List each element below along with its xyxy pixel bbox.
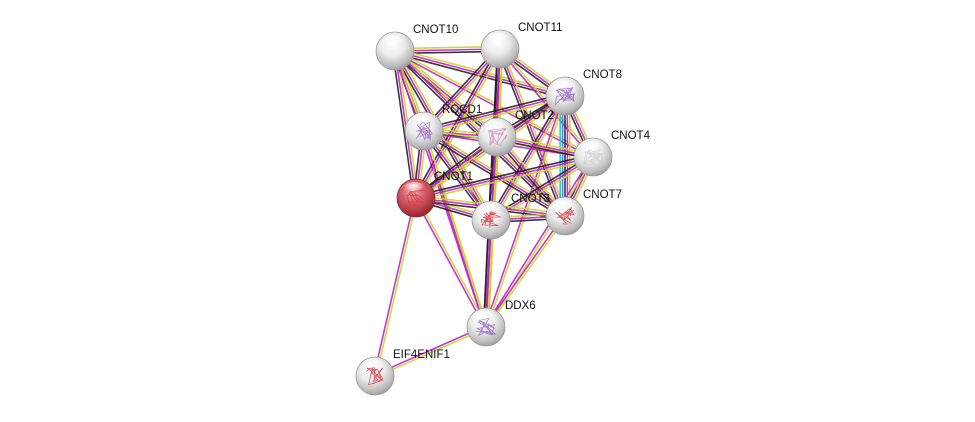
- edge-evidence-yellow: [396, 49, 494, 220]
- node-label-cnot8: CNOT8: [583, 69, 622, 81]
- edge-cnot7-ddx6: [484, 214, 567, 329]
- protein-structure-icon: [554, 87, 576, 106]
- edge-evidence-yellow: [375, 198, 418, 377]
- edge-evidence-yellow: [501, 47, 568, 216]
- edge-evidence-black: [415, 153, 593, 197]
- node-label-cnot4: CNOT4: [611, 130, 651, 142]
- node-cnot1[interactable]: CNOT1: [396, 171, 473, 218]
- node-label-cnot2: CNOT2: [515, 110, 554, 122]
- edge-evidence-magenta: [414, 198, 486, 328]
- edge-cnot8-rqcd1: [423, 92, 566, 135]
- node-cnot10[interactable]: CNOT10: [375, 24, 458, 71]
- edge-evidence-magenta: [415, 156, 594, 199]
- node-highlight: [552, 80, 574, 92]
- node-label-cnot11: CNOT11: [518, 22, 563, 34]
- edge-evidence-black: [489, 154, 593, 219]
- node-highlight: [484, 121, 506, 133]
- edge-evidence-black: [497, 49, 564, 218]
- edge-evidence-black: [391, 51, 415, 199]
- node-label-cnot7: CNOT7: [583, 189, 622, 201]
- node-label-cnot10: CNOT10: [413, 24, 458, 36]
- edge-evidence-black: [423, 92, 565, 130]
- node-cnot11[interactable]: CNOT11: [480, 22, 563, 69]
- edge-evidence-yellow: [424, 97, 566, 135]
- node-highlight: [580, 141, 602, 153]
- node-rqcd1[interactable]: RQCD1: [404, 104, 482, 151]
- edge-ddx6-eif4enif1: [374, 325, 487, 378]
- edge-evidence-magenta: [415, 48, 501, 199]
- node-cnot2[interactable]: CNOT2: [477, 110, 554, 157]
- node-highlight: [382, 35, 404, 47]
- edge-cnot1-eif4enif1: [373, 197, 418, 377]
- edge-evidence-magenta: [490, 95, 566, 221]
- edge-evidence-magenta: [374, 325, 486, 376]
- edge-evidence-magenta: [394, 50, 417, 199]
- edge-evidence-yellow: [396, 48, 500, 136]
- edge-evidence-yellow: [492, 96, 568, 222]
- node-highlight: [478, 204, 500, 216]
- edge-evidence-magenta: [422, 131, 486, 328]
- node-label-eif4enif1: EIF4ENIF1: [393, 349, 450, 361]
- edge-evidence-magenta: [394, 50, 498, 138]
- edge-rqcd1-ddx6: [422, 130, 488, 328]
- edge-evidence-magenta: [499, 48, 566, 217]
- node-highlight: [411, 115, 433, 127]
- edge-evidence-magenta: [373, 197, 416, 376]
- edge-evidence-yellow: [486, 216, 567, 329]
- node-label-cnot3: CNOT3: [511, 193, 550, 205]
- edge-evidence-yellow: [416, 158, 594, 202]
- edge-cnot11-cnot7: [497, 47, 568, 218]
- node-highlight: [487, 33, 509, 45]
- edge-evidence-yellow: [416, 197, 488, 327]
- edge-evidence-magenta: [484, 155, 593, 327]
- edge-cnot8-cnot3: [488, 94, 568, 222]
- edge-evidence-black: [488, 94, 564, 220]
- node-highlight: [403, 182, 425, 194]
- node-cnot7[interactable]: CNOT7: [545, 189, 622, 236]
- protein-structure-icon: [475, 317, 497, 337]
- node-label-cnot1: CNOT1: [434, 171, 473, 183]
- node-label-ddx6: DDX6: [505, 300, 536, 312]
- node-eif4enif1[interactable]: EIF4ENIF1: [355, 349, 450, 396]
- node-ddx6[interactable]: DDX6: [466, 300, 536, 347]
- edge-evidence-yellow: [395, 47, 566, 95]
- node-cnot4[interactable]: CNOT4: [573, 130, 651, 177]
- node-highlight: [552, 200, 574, 212]
- edge-evidence-yellow: [375, 327, 487, 378]
- edge-evidence-magenta: [423, 95, 566, 132]
- node-highlight: [362, 360, 384, 372]
- edge-evidence-magenta: [484, 214, 565, 327]
- edge-cnot1-ddx6: [414, 197, 488, 328]
- protein-structure-icon: [583, 148, 603, 166]
- node-cnot3[interactable]: CNOT3: [471, 193, 550, 240]
- node-cnot8[interactable]: CNOT8: [545, 69, 622, 116]
- node-highlight: [473, 311, 495, 323]
- node-label-rqcd1: RQCD1: [442, 104, 482, 116]
- edge-evidence-yellow: [424, 130, 488, 327]
- edge-cnot4-cnot1: [415, 153, 594, 202]
